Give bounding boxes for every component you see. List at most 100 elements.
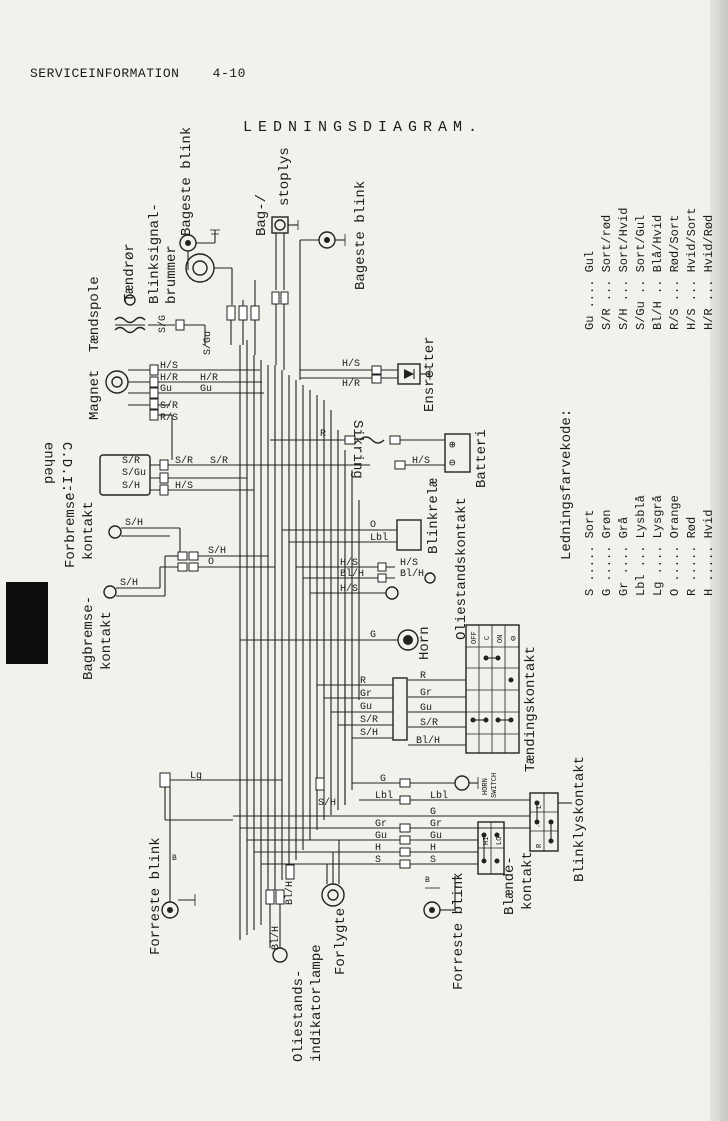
label-horn: Horn xyxy=(417,626,433,660)
label-fuse: Sikring xyxy=(349,420,365,479)
legend-row: Lg .... Lysgrå xyxy=(651,495,665,596)
wire-label: Lbl xyxy=(370,532,388,544)
label-tail-stop-1: Bag-/ xyxy=(254,194,270,236)
label-blinker-buzzer-1: Blinksignal- xyxy=(147,203,163,304)
label-headlight: Forlygte xyxy=(333,908,349,975)
wire-label: B xyxy=(172,854,177,863)
wire-label: S/R xyxy=(160,400,178,412)
label-rear-brake-1: Bagbremse- xyxy=(81,596,97,680)
legend-row: G ..... Grøn xyxy=(600,510,614,596)
wire-label: S/H xyxy=(120,577,138,589)
label-front-brake-2: kontakt xyxy=(81,501,97,560)
main-harness xyxy=(239,340,360,940)
diagram-title: LEDNINGSDIAGRAM. xyxy=(243,119,484,136)
wire-label: H/S xyxy=(412,455,430,467)
label-front-brake-1: Forbremse- xyxy=(63,484,79,568)
wire-label: Lbl xyxy=(375,790,393,802)
wire-label: S xyxy=(430,855,436,866)
label-blinker-switch: Blinklyskontakt xyxy=(572,756,588,882)
ignition-switch xyxy=(317,624,520,754)
label-dimmer-1: Blænde- xyxy=(502,856,518,915)
color-code-legend: Ledningsfarvekode: S ..... Sort G ..... … xyxy=(559,208,716,596)
wire-label: Gu xyxy=(160,384,172,395)
wire-label: H/S xyxy=(342,358,360,370)
label-rear-brake-2: kontakt xyxy=(99,611,115,670)
legend-title: Ledningsfarvekode: xyxy=(559,409,575,560)
wire-label: H/R xyxy=(200,372,218,384)
section-name: SERVICEINFORMATION xyxy=(30,66,180,81)
legend-row: S/H ... Sort/Hvid xyxy=(617,208,631,330)
wire-label: S/Gu xyxy=(202,331,214,355)
wire-label: Gu xyxy=(375,831,387,842)
ign-pos-minus: ⊖ xyxy=(509,636,519,641)
wire-label: R/S xyxy=(160,412,178,424)
wire-label: H/S xyxy=(175,480,193,492)
label-oil-indicator-1: Oliestands- xyxy=(291,970,307,1062)
label-spark-plug: Tændrør xyxy=(122,243,138,302)
label-magneto: Magnet xyxy=(87,370,103,420)
dimmer-pos-hi: HI xyxy=(483,837,491,845)
blinker-pos-n: · xyxy=(536,824,544,828)
wire-label: R xyxy=(360,676,366,687)
label-horn-switch-1: HORN xyxy=(482,778,490,795)
wire-label: H/S xyxy=(160,360,178,372)
battery: ⊕ ⊖ xyxy=(444,433,471,473)
label-blinker-relay: Blinkrelæ xyxy=(426,478,442,554)
label-dimmer-2: kontakt xyxy=(520,851,536,910)
label-rear-blinker-left: Bageste blink xyxy=(179,127,195,236)
wire-label: S/R xyxy=(122,455,140,467)
legend-row: R ..... Rød xyxy=(685,517,699,596)
wire-label: S/H xyxy=(360,727,378,739)
blinker-switch-box xyxy=(359,792,572,852)
legend-row: H ..... Hvid xyxy=(702,510,716,596)
wire-label: G xyxy=(430,807,436,818)
wire-label: O xyxy=(370,520,376,531)
wire-label: G xyxy=(370,630,376,641)
headlight xyxy=(321,840,345,907)
rear-blinker-right xyxy=(299,231,346,380)
wire-label: Gr xyxy=(430,819,442,830)
label-oil-indicator-2: indikatorlampe xyxy=(309,944,325,1062)
wire-label: S/H xyxy=(125,517,143,529)
wire-label: G xyxy=(380,774,386,785)
cdi-unit xyxy=(99,440,445,496)
ign-pos-c: C xyxy=(484,636,492,640)
label-rectifier: Ensretter xyxy=(422,336,438,412)
label-cdi-2: enhed xyxy=(40,442,56,484)
legend-row: S/R ... Sort/rød xyxy=(600,215,614,330)
ignition-switch-positions: OFF C ON ⊖ xyxy=(471,631,519,644)
ign-pos-off: OFF xyxy=(471,631,479,644)
label-ignition-coil: Tændspole xyxy=(87,276,103,352)
label-rear-blinker-right: Bageste blink xyxy=(353,181,369,290)
front-connectors xyxy=(233,815,530,869)
dimmer-switch-positions: HI LO xyxy=(483,837,504,845)
dimmer-pos-lo: LO xyxy=(496,837,504,845)
wire-label: S/R xyxy=(210,455,228,467)
label-horn-switch-2: SWITCH xyxy=(491,773,499,798)
blinker-buzzer xyxy=(185,253,233,305)
wire-label: Bl/H xyxy=(416,735,440,747)
legend-row: R/S ... Rød/Sort xyxy=(668,215,682,330)
wire-label: Bl/H xyxy=(270,926,282,950)
wire-label: Bl/H xyxy=(400,568,424,580)
wire-label: S xyxy=(375,855,381,866)
legend-row: Gu .... Gul xyxy=(583,251,597,330)
oil-level-switch xyxy=(296,562,436,600)
label-front-blinker-left: Forreste blink xyxy=(148,837,164,955)
legend-row: S ..... Sort xyxy=(583,510,597,596)
battery-minus-terminal: ⊖ xyxy=(449,458,456,470)
legend-row: H/R ... Hvid/Rød xyxy=(702,215,716,330)
rectifier xyxy=(300,363,431,385)
wire-label: Bl/H xyxy=(284,881,296,905)
wire-label: S/R xyxy=(175,455,193,467)
legend-row: S/Gu .. Sort/Gul xyxy=(634,215,648,330)
wire-label: Lbl xyxy=(430,790,448,802)
battery-plus-terminal: ⊕ xyxy=(449,440,456,452)
wire-label: Gu xyxy=(200,384,212,395)
front-blinker-left xyxy=(161,787,196,919)
rear-connectors xyxy=(226,280,260,355)
wire-label: S/Gu xyxy=(122,467,146,479)
wire-label: S/H xyxy=(208,545,226,557)
